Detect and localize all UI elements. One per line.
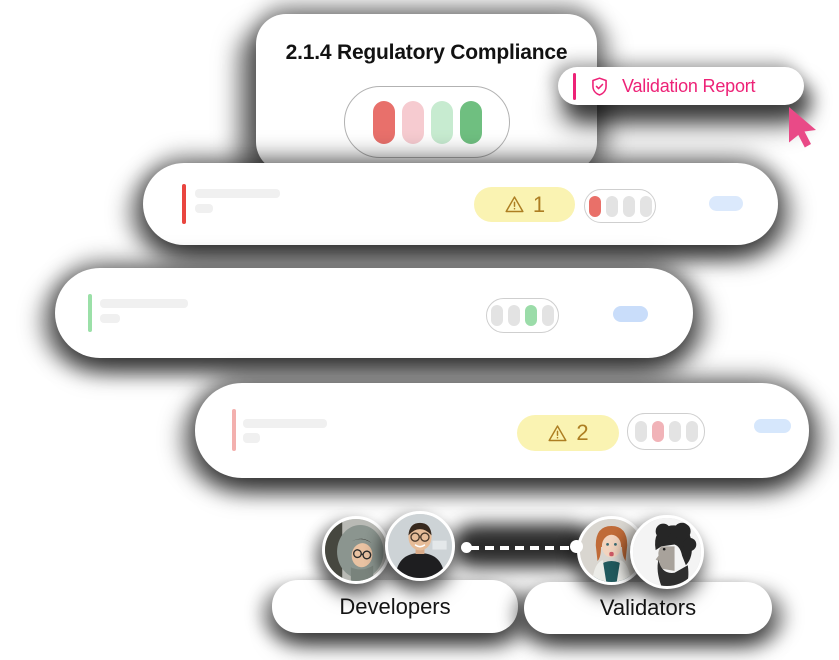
status-dot [588, 195, 601, 217]
requirement-row-2[interactable] [55, 268, 693, 358]
status-dots-pill [627, 413, 705, 450]
status-dots-pill [486, 298, 559, 333]
status-dot [372, 100, 395, 144]
developer-avatar-2 [385, 511, 455, 581]
status-dot [605, 195, 618, 217]
requirement-row-3[interactable]: 2 [195, 383, 809, 478]
warning-count: 2 [576, 420, 589, 445]
status-dot [459, 100, 482, 144]
developer-avatar-1 [322, 516, 390, 584]
warning-triangle-icon [505, 196, 524, 213]
skeleton-text-line [195, 204, 213, 213]
connector-end-dot [461, 542, 472, 553]
status-dot [668, 421, 681, 442]
validator-avatar-2 [630, 515, 704, 589]
skeleton-text-line [243, 433, 260, 443]
status-dot [685, 421, 698, 442]
shield-check-icon [592, 76, 607, 96]
status-dots-pill [584, 189, 656, 223]
card-title: 2.1.4 Regulatory Compliance [285, 41, 568, 64]
skeleton-text-line [243, 419, 327, 428]
developers-label[interactable]: Developers [272, 580, 518, 633]
compliance-status-track [344, 86, 510, 158]
mouse-cursor-icon [789, 107, 816, 148]
status-bar [232, 409, 236, 451]
warning-badge: 2 [517, 415, 619, 451]
validation-report-label: Validation Report [622, 75, 756, 96]
validators-label-text: Validators [599, 595, 697, 620]
status-bar [182, 184, 186, 224]
status-dot [634, 421, 647, 442]
validators-label[interactable]: Validators [524, 582, 772, 634]
accent-bar [573, 72, 576, 100]
status-dot [491, 305, 503, 326]
status-dot [430, 100, 453, 144]
status-dot [622, 195, 635, 217]
status-dot [542, 305, 554, 326]
validation-report-button[interactable]: Validation Report [558, 67, 804, 105]
status-dot [525, 305, 537, 326]
status-dot [639, 195, 652, 217]
warning-badge: 1 [474, 187, 575, 222]
requirement-row-1[interactable]: 1 [143, 163, 778, 245]
warning-triangle-icon [548, 424, 567, 441]
developers-label-text: Developers [339, 593, 451, 619]
dashed-connector-line [470, 546, 576, 550]
compliance-card: 2.1.4 Regulatory Compliance [256, 14, 597, 172]
action-pill [754, 419, 791, 433]
action-pill [613, 306, 648, 322]
status-dot [651, 421, 664, 442]
skeleton-text-line [100, 314, 120, 323]
validator-avatar-1 [577, 516, 646, 585]
connector-end-dot [570, 540, 583, 553]
skeleton-text-line [195, 189, 280, 198]
action-pill [709, 196, 743, 211]
status-bar [88, 294, 92, 332]
skeleton-text-line [100, 299, 188, 308]
status-dot [401, 100, 424, 144]
warning-count: 1 [532, 191, 546, 217]
status-dot [508, 305, 520, 326]
